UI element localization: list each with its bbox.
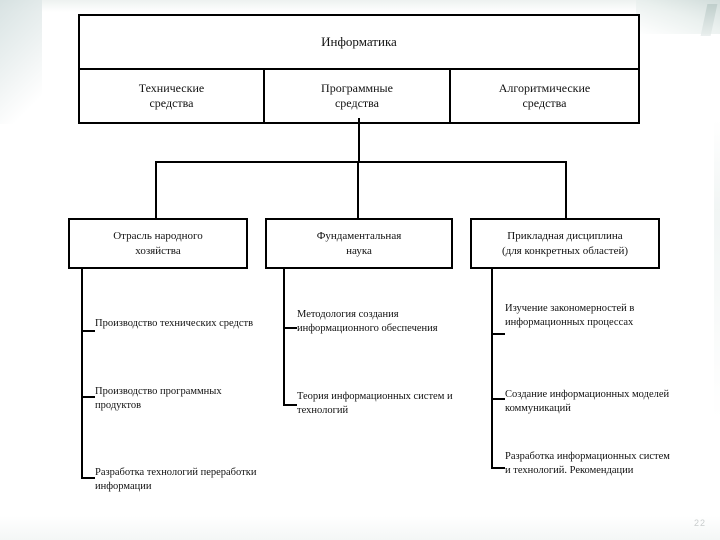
- connector-tick-middle-1: [283, 327, 297, 329]
- leaf-middle-2: Теория информационных систем и технологи…: [297, 391, 453, 417]
- connector-tick-middle-2: [283, 404, 297, 406]
- level2-node-applied-discipline-line1: Прикладная дисциплина: [507, 230, 623, 243]
- level1-node-software-means: Программные средства: [265, 70, 451, 122]
- page-number: 22: [693, 518, 706, 528]
- connector-trunk-middle: [283, 269, 285, 406]
- level2-node-fundamental-science-line1: Фундаментальная: [316, 230, 402, 243]
- decorative-top-band: [0, 0, 720, 12]
- leaf-left-1: Производство технических средств: [95, 318, 254, 329]
- connector-trunk-left: [81, 269, 83, 479]
- decorative-top-right-sliver: [700, 4, 718, 36]
- level1-node-software-means-line1: Программные: [321, 81, 393, 95]
- decorative-bottom-band: [0, 516, 720, 540]
- connector-tick-left-2: [81, 396, 95, 398]
- connector-tick-right-1: [491, 333, 505, 335]
- level1-node-algorithmic-means-line2: средства: [522, 96, 567, 110]
- leaf-left-3: Разработка технологий переработки информ…: [95, 467, 257, 493]
- leaf-right-1: Изучение закономерностей в информационны…: [505, 303, 635, 329]
- leaf-right-2: Создание информационных моделей коммуник…: [505, 389, 670, 415]
- decorative-top-left-wash: [0, 0, 42, 124]
- leaf-middle-1: Методология создания информационного обе…: [297, 309, 438, 335]
- connector-drop-right: [565, 161, 567, 219]
- connector-tick-right-3: [491, 467, 505, 469]
- connector-root-drop: [358, 118, 360, 163]
- connector-horizontal-bus: [155, 161, 567, 163]
- level2-node-national-economy-branch-line2: хозяйства: [135, 244, 181, 257]
- level1-node-technical-means-line2: средства: [149, 96, 194, 110]
- level2-node-national-economy-branch: Отрасль народного хозяйства: [68, 218, 248, 269]
- level2-node-fundamental-science: Фундаментальная наука: [265, 218, 453, 269]
- level1-node-algorithmic-means-line1: Алгоритмические: [498, 81, 591, 95]
- level1-row: Технические средства Программные средств…: [80, 70, 638, 122]
- connector-tick-left-1: [81, 330, 95, 332]
- level1-node-technical-means: Технические средства: [80, 70, 265, 122]
- level2-node-applied-discipline: Прикладная дисциплина (для конкретных об…: [470, 218, 660, 269]
- decorative-top-right-wash: [636, 0, 720, 34]
- level1-node-software-means-line2: средства: [334, 96, 379, 110]
- connector-drop-middle: [357, 161, 359, 219]
- level1-node-algorithmic-means: Алгоритмические средства: [451, 70, 638, 122]
- connector-trunk-right: [491, 269, 493, 469]
- level1-node-technical-means-line1: Технические: [138, 81, 205, 95]
- leaf-left-2: Производство программных продуктов: [95, 386, 222, 412]
- level2-node-national-economy-branch-line1: Отрасль народного: [113, 230, 203, 243]
- root-table: Информатика Технические средства Програм…: [78, 14, 640, 124]
- root-node-informatika: Информатика: [80, 16, 638, 70]
- level2-node-applied-discipline-line2: (для конкретных областей): [501, 244, 629, 257]
- decorative-right-edge: [714, 120, 720, 420]
- connector-drop-left: [155, 161, 157, 219]
- connector-tick-right-2: [491, 398, 505, 400]
- connector-tick-left-3: [81, 477, 95, 479]
- leaf-right-3: Разработка информационных систем и техно…: [505, 451, 670, 477]
- level2-node-fundamental-science-line2: наука: [346, 244, 372, 257]
